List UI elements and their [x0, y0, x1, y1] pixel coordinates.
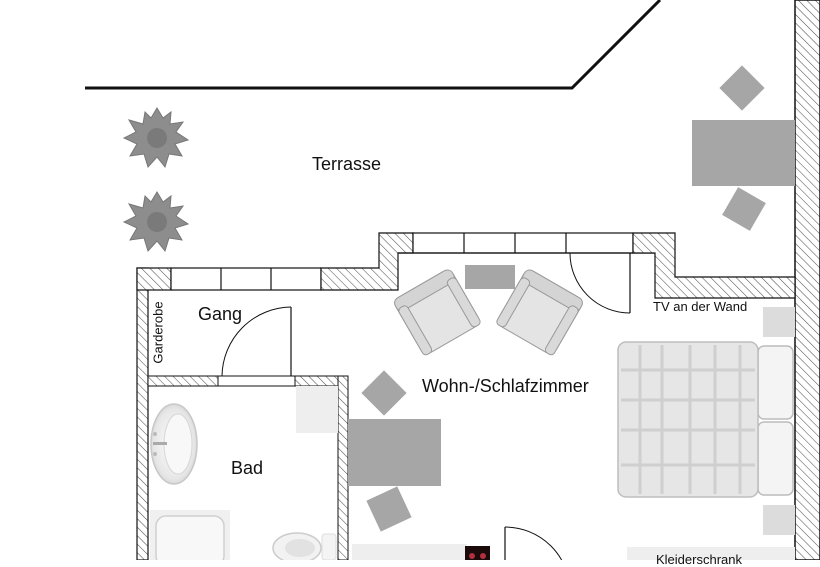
dining-chair [361, 370, 407, 416]
living-furniture [296, 265, 583, 560]
nightstand [763, 505, 795, 535]
tv-annotation: TV an der Wand [653, 299, 748, 314]
terrace-chair [722, 187, 766, 231]
plant-icon [122, 191, 190, 253]
building-walls [136, 232, 796, 560]
cabinet [296, 386, 338, 433]
room-label-living-bedroom: Wohn-/Schlafzimmer [422, 376, 589, 396]
pillow [757, 345, 794, 420]
bathroom-fixtures [150, 403, 337, 560]
bedroom-furniture [617, 307, 795, 560]
fireplace-icon [465, 546, 490, 560]
hallway-door-swing [221, 306, 292, 377]
terrace-door-swing [569, 252, 631, 314]
armchair-icon [496, 269, 583, 356]
coffee-table [465, 265, 515, 289]
armchair-icon [394, 269, 481, 356]
sideboard [352, 544, 467, 560]
room-label-hallway: Gang [198, 304, 243, 324]
east-wall [794, 0, 820, 560]
nightstand [763, 307, 795, 337]
pillow [757, 421, 794, 496]
terrace-edge [85, 0, 662, 90]
sink-icon [150, 403, 198, 485]
room-label-wardrobe: Garderobe [150, 301, 166, 364]
dining-chair [366, 486, 412, 532]
terrace-furniture [692, 65, 795, 231]
bottom-door-swing [504, 526, 563, 560]
room-label-bathroom: Bad [231, 458, 264, 478]
terrace-chair [719, 65, 765, 111]
terrace-table [692, 120, 795, 186]
room-label-terrace: Terrasse [312, 154, 382, 174]
double-bed-icon [617, 341, 759, 498]
dining-table [348, 419, 441, 486]
wardrobe-closet [627, 547, 795, 560]
bathtub-icon [150, 510, 230, 560]
toilet-icon [272, 532, 337, 560]
plant-icon [122, 107, 190, 169]
